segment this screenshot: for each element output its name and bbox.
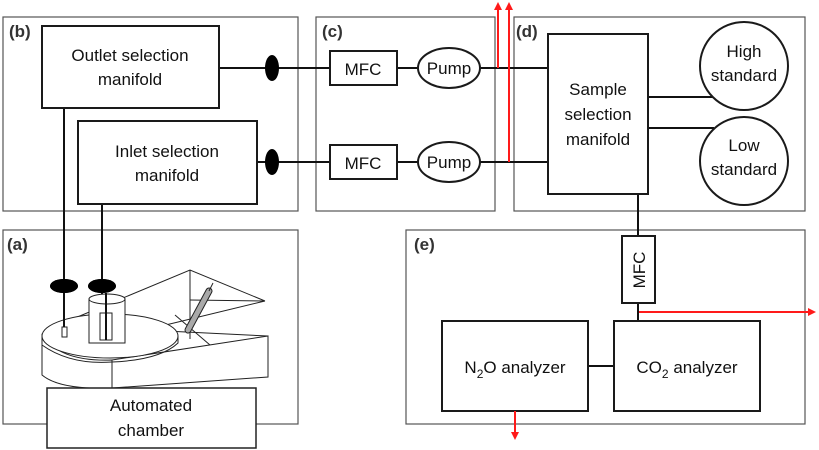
pump-top: Pump <box>417 47 481 89</box>
outlet-manifold-line2: manifold <box>98 70 162 89</box>
valve-top-icon <box>265 55 279 81</box>
panel-d-label: (d) <box>516 22 538 41</box>
sample-manifold-line3: manifold <box>566 130 630 149</box>
co2-analyzer-label: CO2 analyzer <box>636 358 738 381</box>
panel-c-label: (c) <box>322 22 343 41</box>
valve-bottom-icon <box>265 149 279 175</box>
sample-selection-manifold: Sample selection manifold <box>547 33 649 195</box>
valve-outlet-icon-overlay <box>50 279 78 293</box>
panel-d-frame <box>513 16 806 212</box>
mfc-bottom-label: MFC <box>345 154 382 173</box>
inlet-manifold-line1: Inlet selection <box>115 142 219 161</box>
panel-b-label: (b) <box>9 22 31 41</box>
inlet-manifold-line2: manifold <box>135 166 199 185</box>
panel-e-label: (e) <box>414 235 435 254</box>
automated-chamber: Automated chamber <box>46 387 257 449</box>
panel-a-label: (a) <box>7 235 28 254</box>
n2o-analyzer: N2O analyzer <box>441 320 589 412</box>
sample-manifold-line2: selection <box>564 105 631 124</box>
valve-inlet-icon-overlay <box>88 279 116 293</box>
pump-bottom: Pump <box>417 141 481 183</box>
mfc-vertical: MFC <box>621 235 656 304</box>
n2o-analyzer-label: N2O analyzer <box>464 358 566 381</box>
panel-e-frame <box>405 229 806 425</box>
low-standard: Low standard <box>699 116 789 206</box>
inlet-selection-manifold: Inlet selection manifold <box>77 120 258 205</box>
high-standard-line1: High <box>727 42 762 61</box>
pump-top-label: Pump <box>427 59 471 78</box>
co2-analyzer: CO2 analyzer <box>613 320 761 412</box>
outlet-manifold-line1: Outlet selection <box>71 46 188 65</box>
automated-chamber-line2: chamber <box>118 421 184 440</box>
low-standard-line1: Low <box>728 136 760 155</box>
panel-c-frame <box>315 16 496 212</box>
sample-manifold-line1: Sample <box>569 80 627 99</box>
low-standard-line2: standard <box>711 160 777 179</box>
high-standard: High standard <box>699 21 789 111</box>
chamber-illustration <box>41 269 269 389</box>
pump-bottom-label: Pump <box>427 153 471 172</box>
outlet-selection-manifold: Outlet selection manifold <box>41 25 220 109</box>
mfc-bottom: MFC <box>329 144 398 180</box>
mfc-top: MFC <box>329 50 398 86</box>
automated-chamber-line1: Automated <box>110 396 192 415</box>
panel-b-frame <box>2 16 299 212</box>
mfc-vertical-label: MFC <box>630 252 649 289</box>
mfc-top-label: MFC <box>345 60 382 79</box>
high-standard-line2: standard <box>711 66 777 85</box>
